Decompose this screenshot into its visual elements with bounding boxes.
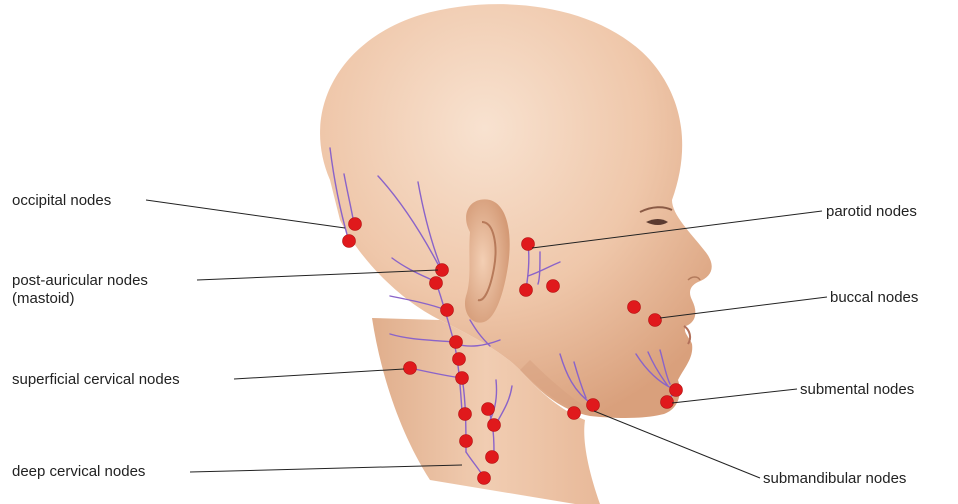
submandibular-nodes-label: submandibular nodes (763, 470, 906, 487)
occipital-node (343, 235, 356, 248)
deep-cervical-node (478, 472, 491, 485)
parotid-nodes-label: parotid nodes (826, 203, 917, 220)
parotid-node (547, 280, 560, 293)
parotid-node (520, 284, 533, 297)
submental-leader (672, 389, 797, 403)
submental-node (661, 396, 674, 409)
parotid-node (522, 238, 535, 251)
submandibular-node (568, 407, 581, 420)
superficial-cervical-node (456, 372, 469, 385)
submental-node (670, 384, 683, 397)
superficial-cervical-node (404, 362, 417, 375)
post-auricular-node (430, 277, 443, 290)
submental-nodes-label: submental nodes (800, 381, 914, 398)
cervical-node (450, 336, 463, 349)
post-auricular-nodes-label: post-auricular nodes (12, 272, 148, 289)
buccal-node (649, 314, 662, 327)
occipital-nodes-label: occipital nodes (12, 192, 111, 209)
head-shape (320, 4, 712, 418)
post-auricular-mastoid-label: (mastoid) (12, 290, 75, 307)
buccal-node (628, 301, 641, 314)
submandibular-leader (594, 411, 760, 478)
submandibular-node (587, 399, 600, 412)
deep-cervical-node (459, 408, 472, 421)
deep-cervical-node (482, 403, 495, 416)
superficial-cervical-leader (234, 369, 404, 379)
occipital-leader (146, 200, 345, 228)
occipital-node (349, 218, 362, 231)
cervical-node (453, 353, 466, 366)
cervical-node (441, 304, 454, 317)
deep-cervical-node (460, 435, 473, 448)
deep-cervical-leader (190, 465, 462, 472)
deep-cervical-nodes-label: deep cervical nodes (12, 463, 145, 480)
buccal-nodes-label: buccal nodes (830, 289, 918, 306)
deep-cervical-node (486, 451, 499, 464)
deep-cervical-node (488, 419, 501, 432)
superficial-cervical-nodes-label: superficial cervical nodes (12, 371, 180, 388)
